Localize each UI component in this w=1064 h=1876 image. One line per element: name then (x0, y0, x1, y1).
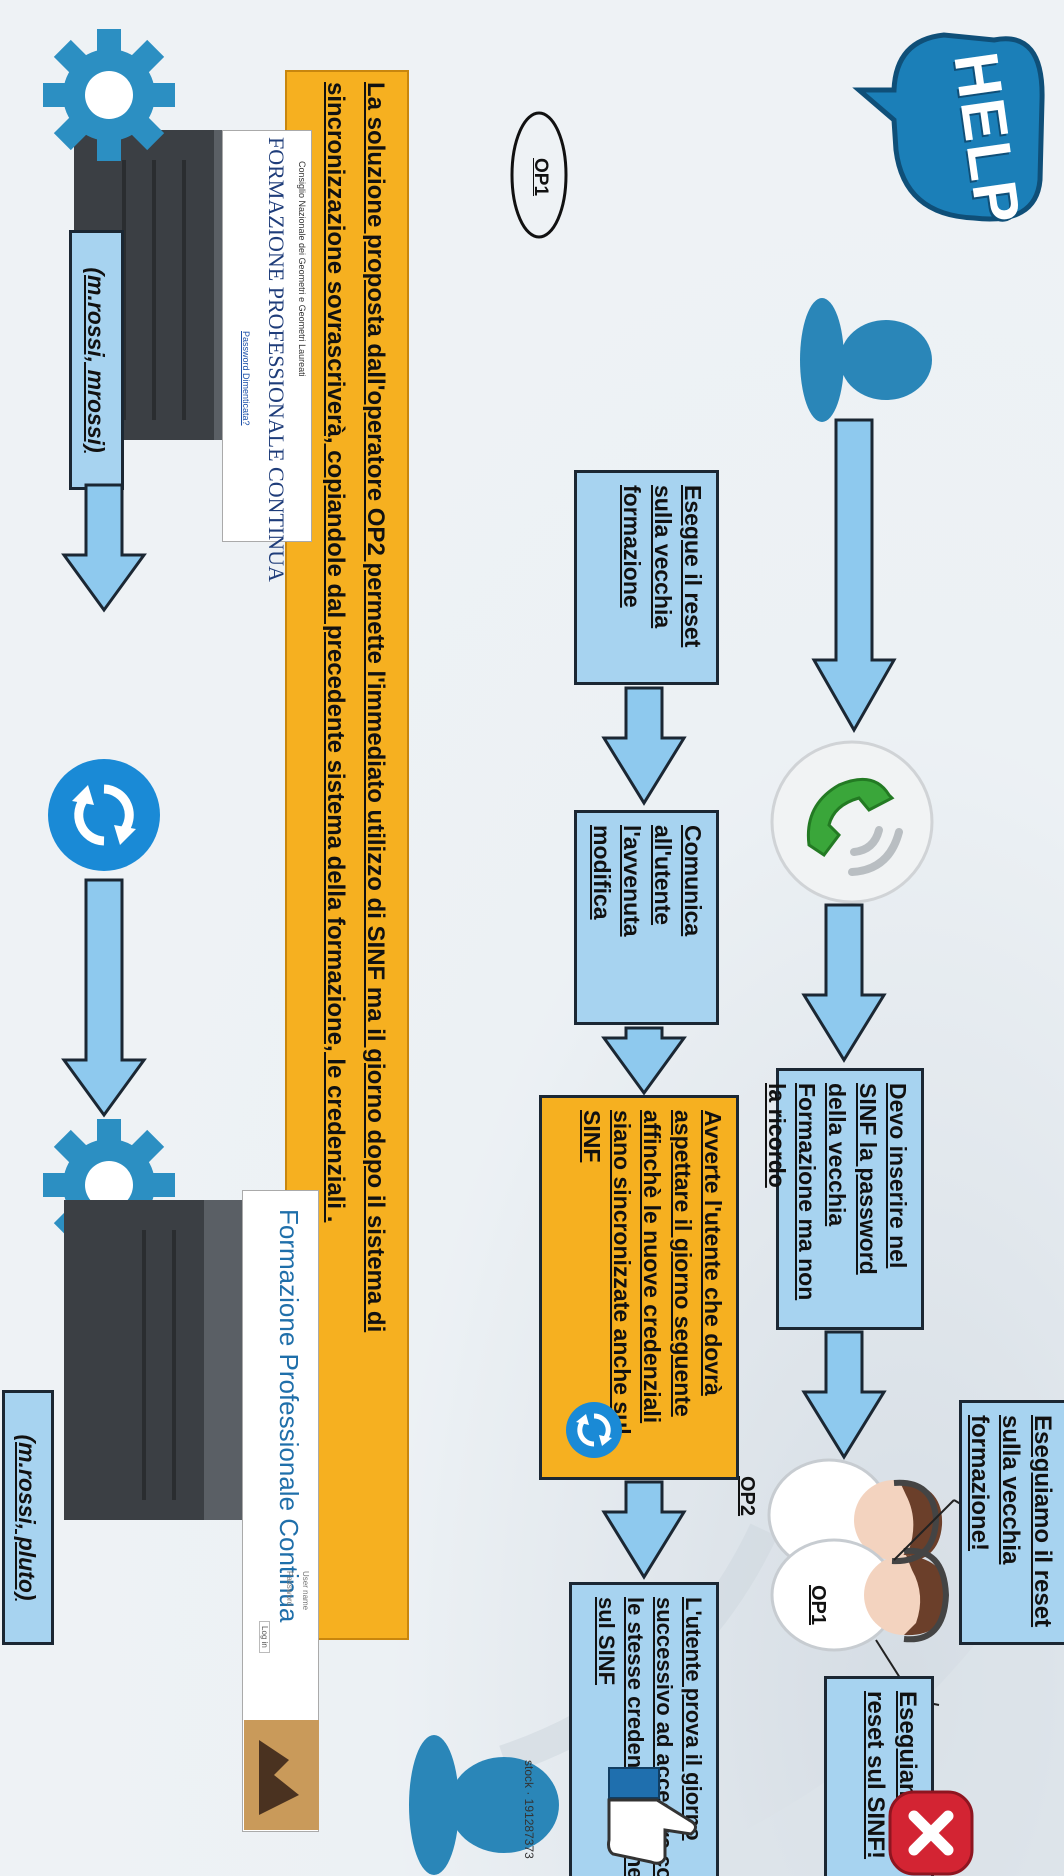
arrow-prova-to-user (676, 1690, 756, 1770)
old-login-window: Consiglio Nazionale dei Geometri e Geome… (222, 130, 312, 582)
arrow-old-to-sync (61, 483, 147, 613)
help-bubble-icon (852, 32, 1045, 222)
arrow-comunica-to-avverte (601, 1026, 687, 1096)
caption-line-2: sincronizzazione sovrascriverà, copiando… (322, 82, 349, 1223)
gear-icon-left (43, 29, 175, 161)
caption-line-1: La soluzione proposta dall'operatore OP2… (362, 82, 389, 1333)
new-username-label: User name (301, 1571, 310, 1611)
new-title-text: Formazione Professionale Continua (274, 1209, 304, 1623)
sync-icon-small (566, 1402, 622, 1458)
operators-headset-icon (767, 1458, 950, 1652)
arrow-devo-to-operators (801, 1330, 887, 1460)
arrow-phone-to-devo (801, 903, 887, 1063)
satisfied-user-icon (409, 1735, 559, 1875)
arrow-avverte-to-prova (601, 1480, 687, 1580)
box-reset-old: Eseguiamo il reset sulla vecchia formazi… (959, 1400, 1064, 1645)
credentials-new: (m.rossi, pluto) (2, 1390, 54, 1645)
sync-icon-large (48, 759, 160, 871)
box-devo-inserire: Devo inserire nel SINF la password della… (764, 1068, 924, 1330)
phone-icon (770, 740, 934, 904)
old-title-text: FORMAZIONE PROFESSIONALE CONTINUA (264, 137, 289, 582)
thumbs-up-icon (607, 1767, 697, 1865)
old-system-screen (454, 120, 754, 480)
caller-user-icon (800, 298, 932, 422)
new-computer-tower-icon (64, 1200, 254, 1520)
arrow-sync-to-new (61, 878, 147, 1118)
box-esegue-reset: Esegue il reset sulla vecchia formazione (574, 470, 719, 685)
arrow-esegue-to-comunica (601, 686, 687, 806)
stock-watermark: stock · 191287373 (522, 1760, 536, 1859)
box-comunica: Comunica all'utente l'avvenuta modifica (574, 810, 719, 1025)
credentials-old: (m.rossi, mrossi) (69, 230, 124, 490)
new-login-button[interactable]: Log in (259, 1621, 270, 1653)
old-header-text: Consiglio Nazionale dei Geometri e Geome… (297, 161, 307, 377)
new-system-banner-image (244, 1720, 319, 1830)
arrow-user-to-phone (811, 418, 897, 734)
reject-x-icon (888, 1790, 974, 1876)
old-password-link[interactable]: Password Dimenticata? (241, 331, 251, 426)
op1-oval (510, 111, 568, 239)
op2-label: OP2 (736, 1476, 758, 1517)
new-password-label: Password (285, 1571, 294, 1607)
